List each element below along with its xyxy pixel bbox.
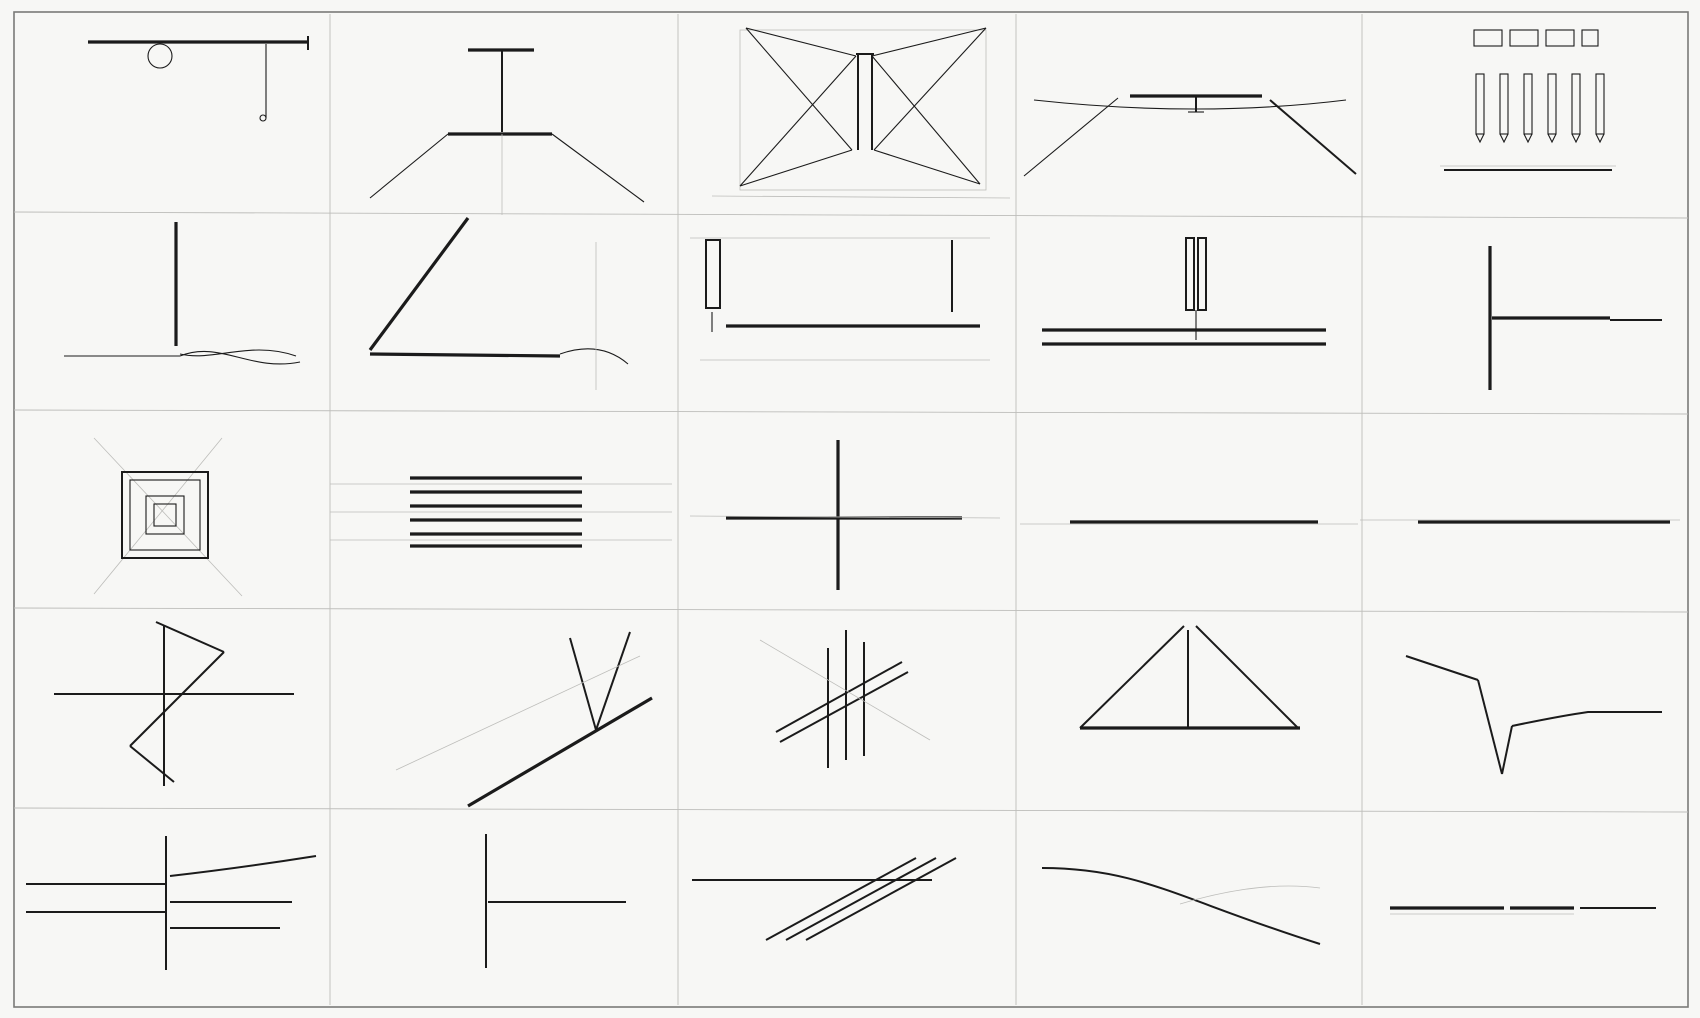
drawing-19-triangle (1079, 625, 1300, 730)
drawing-15-long-line (1360, 519, 1680, 524)
drawing-24-s-curve (1041, 867, 1321, 945)
drawing-14-segmented-line (1020, 520, 1358, 525)
drawing-3-crossed-frame (711, 27, 1011, 199)
drawing-25-broken-line (1390, 906, 1656, 915)
drawing-10-cross-with-taper (1488, 246, 1662, 390)
drawing-8-two-posts (690, 237, 990, 361)
drawing-11-nested-squares (93, 437, 243, 597)
drawing-6-post-on-ground (64, 222, 301, 365)
drawing-5-suspended-pens (1440, 29, 1616, 171)
drawing-13-plus (689, 440, 1001, 590)
panel-grid (13, 14, 1689, 1005)
drawing-23-diagonal-rods (692, 857, 957, 941)
drawing-20-bent-line (1405, 655, 1662, 775)
drawing-12-parallel-rods (330, 476, 672, 548)
drawing-7-angled-rod (368, 217, 629, 390)
sheet-border (13, 11, 1689, 1008)
drawing-22-t-shape (485, 834, 626, 968)
drawing-17-v-on-diagonal (395, 631, 653, 808)
drawing-9-twin-posts (1042, 237, 1326, 346)
drawing-4-sagging-beam (1023, 94, 1357, 177)
drawing-21-post-with-branches (26, 836, 317, 970)
drawing-16-zigzag-cross (54, 621, 294, 786)
drawing-18-crosshatch-rods (759, 630, 931, 768)
drawing-2-t-trapezoid (369, 48, 645, 215)
drawing-1-rod-with-ring (88, 36, 309, 122)
